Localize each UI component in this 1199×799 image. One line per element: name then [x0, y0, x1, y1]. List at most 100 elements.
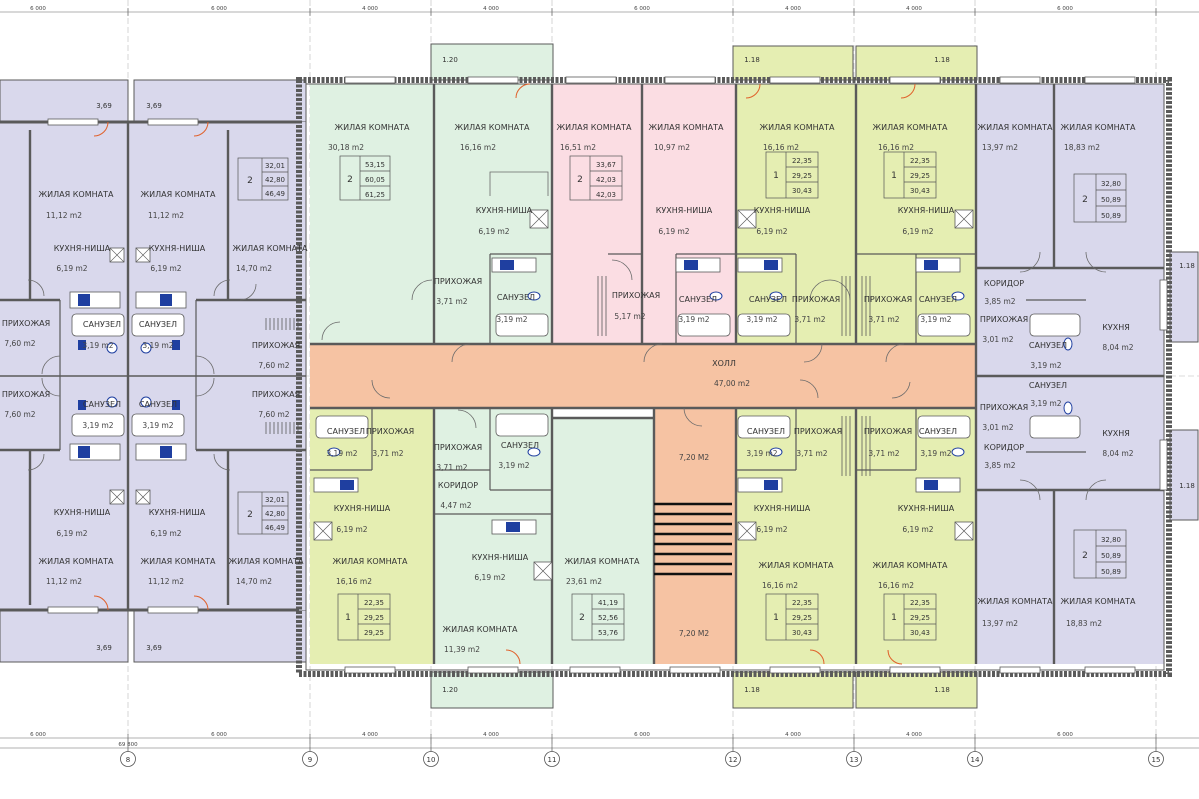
- axis-label: 11: [548, 756, 557, 764]
- stair: [654, 502, 732, 576]
- room-area: 16,16 m2: [763, 143, 799, 152]
- top-dim-2: 4 000: [362, 6, 378, 12]
- room-area: 3,19 m2: [498, 461, 529, 470]
- room-area: 6,19 m2: [474, 573, 505, 582]
- balcony-area: 1.18: [744, 56, 760, 64]
- balcony: [855, 671, 978, 709]
- room-area: 3,19 m2: [82, 341, 113, 350]
- room-name: ЖИЛАЯ КОМНАТА: [455, 123, 530, 132]
- apt-rooms: 1: [773, 613, 779, 623]
- apt-area: 42,03: [596, 176, 616, 184]
- apartment-table: 1 22,35 29,25 30,43: [765, 593, 819, 641]
- bottom-dim-5: 4 000: [785, 732, 801, 738]
- balcony-area: 1.20: [442, 686, 458, 694]
- apt-area: 52,56: [598, 614, 619, 622]
- room-area: 4,47 m2: [440, 501, 471, 510]
- top-dimension-line: 6 000 6 000 4 000 4 000 6 000 4 000 4 00…: [0, 6, 1199, 16]
- balcony: [0, 609, 129, 663]
- apt-area: 50,89: [1101, 196, 1121, 204]
- room-name: КУХНЯ-НИША: [754, 206, 811, 215]
- top-dim-3: 4 000: [483, 6, 499, 12]
- room-area: 7,60 m2: [258, 361, 289, 370]
- room-area: 16,16 m2: [878, 581, 914, 590]
- room-name: САНУЗЕЛ: [327, 427, 365, 436]
- room-name: КУХНЯ: [1102, 323, 1130, 332]
- door-arcs: [27, 171, 1107, 501]
- room-name: ПРИХОЖАЯ: [2, 319, 50, 328]
- room-name: САНУЗЕЛ: [747, 427, 785, 436]
- top-dim-4: 6 000: [634, 6, 650, 12]
- room-area: 3,01 m2: [982, 335, 1013, 344]
- balcony: [732, 45, 854, 81]
- room-name: ЖИЛАЯ КОМНАТА: [229, 557, 304, 566]
- room-name: ПРИХОЖАЯ: [2, 390, 50, 399]
- room-name: ЖИЛАЯ КОМНАТА: [335, 123, 410, 132]
- top-dim-5: 4 000: [785, 6, 801, 12]
- balcony: [0, 79, 129, 123]
- room-area: 3,19 m2: [1030, 399, 1061, 408]
- balcony: [430, 671, 554, 709]
- balcony-area: 3,69: [146, 644, 162, 652]
- apartment-table: 2 41,19 52,56 53,76: [571, 593, 625, 641]
- room-name: ЖИЛАЯ КОМНАТА: [39, 557, 114, 566]
- room-name: ПРИХОЖАЯ: [252, 341, 300, 350]
- room-name: КОРИДОР: [438, 481, 478, 490]
- axis-marker: 14: [967, 751, 983, 767]
- apartment-table: 1 22,35 29,25 30,43: [883, 151, 937, 199]
- room-name: САНУЗЕЛ: [919, 427, 957, 436]
- room-name: САНУЗЕЛ: [1029, 381, 1067, 390]
- room-name: ЖИЛАЯ КОМНАТА: [649, 123, 724, 132]
- apt-rooms: 2: [1082, 551, 1088, 561]
- room-name: ЖИЛАЯ КОМНАТА: [233, 244, 308, 253]
- room-name: КУХНЯ-НИША: [334, 504, 391, 513]
- top-dim-6: 4 000: [906, 6, 922, 12]
- apt-area: 50,89: [1101, 568, 1121, 576]
- apt-rooms: 2: [247, 176, 253, 186]
- room-name: ЖИЛАЯ КОМНАТА: [978, 123, 1053, 132]
- apt-area: 32,01: [265, 496, 285, 504]
- room-area: 11,12 m2: [46, 211, 82, 220]
- room-name: САНУЗЕЛ: [1029, 341, 1067, 350]
- room-name: КУХНЯ-НИША: [656, 206, 713, 215]
- apt-rooms: 1: [891, 613, 897, 623]
- room-area: 3,19 m2: [920, 449, 951, 458]
- room-area: 16,16 m2: [762, 581, 798, 590]
- bottom-dim-7: 6 000: [1057, 732, 1073, 738]
- room-area: 3,19 m2: [746, 315, 777, 324]
- axis-markers: 8 9 10 11 12 13 14 15: [120, 751, 1164, 767]
- apartment-table: 2 53,15 60,05 61,25: [339, 155, 391, 201]
- apt-area: 60,05: [365, 176, 385, 184]
- apt-area: 30,43: [792, 629, 812, 637]
- apt-rooms: 1: [773, 171, 779, 181]
- room-area: 3,71 m2: [868, 449, 899, 458]
- balcony: [133, 79, 307, 123]
- room-area: 7,20 M2: [679, 453, 710, 462]
- apt-area: 53,15: [365, 161, 385, 169]
- axis-label: 8: [126, 756, 130, 764]
- top-dim-7: 6 000: [1057, 6, 1073, 12]
- room-name: САНУЗЕЛ: [497, 293, 535, 302]
- apt-rooms: 2: [347, 175, 353, 185]
- apartment-table: 2 33,67 42,03 42,03: [569, 155, 623, 201]
- kitchen-hatches: [109, 209, 974, 581]
- room-area: 10,97 m2: [654, 143, 690, 152]
- apt-area: 30,43: [910, 187, 930, 195]
- balcony-area: 1.18: [934, 686, 950, 694]
- room-area: 7,60 m2: [258, 410, 289, 419]
- room-area: 13,97 m2: [982, 143, 1018, 152]
- room-name: САНУЗЕЛ: [679, 295, 717, 304]
- room-area: 11,12 m2: [46, 577, 82, 586]
- room-area: 7,60 m2: [4, 339, 35, 348]
- bottom-dim-4: 6 000: [634, 732, 650, 738]
- toilets: [106, 291, 1073, 457]
- balcony-doors: [93, 83, 916, 665]
- apt-area: 46,49: [265, 190, 285, 198]
- room-name: ЖИЛАЯ КОМНАТА: [759, 561, 834, 570]
- room-area: 3,19 m2: [496, 315, 527, 324]
- room-name: ПРИХОЖАЯ: [612, 291, 660, 300]
- apt-area: 29,25: [792, 614, 812, 622]
- top-dim-1: 6 000: [211, 6, 227, 12]
- room-area: 6,19 m2: [150, 529, 181, 538]
- room-name: КУХНЯ-НИША: [472, 553, 529, 562]
- room-name: ЖИЛАЯ КОМНАТА: [141, 190, 216, 199]
